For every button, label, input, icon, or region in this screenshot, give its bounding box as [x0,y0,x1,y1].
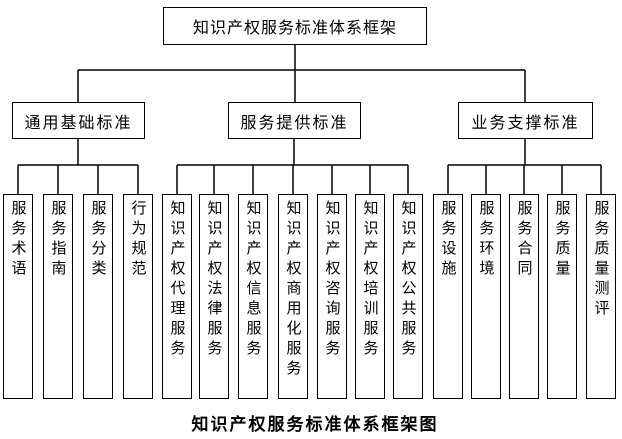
group1-connectors [17,138,139,195]
leaf-label: 服务设施 [439,200,458,280]
leaf-label: 知识产权商用化服务 [284,200,303,380]
leaf-label: 服务指南 [49,200,68,280]
leaf-ip-public-service: 知识产权公共服务 [393,194,423,399]
leaf-label: 知识产权代理服务 [168,200,187,360]
leaf-label: 行为规范 [129,200,148,280]
leaf-conduct-norms: 行为规范 [123,194,153,399]
leaf-label: 服务质量 [553,200,572,280]
leaf-service-classification: 服务分类 [83,194,113,399]
leaf-label: 服务质量测评 [592,200,611,320]
leaf-label: 服务术语 [9,200,28,280]
leaf-label: 服务环境 [477,200,496,280]
leaf-label: 知识产权法律服务 [205,200,224,360]
group3-connectors [447,138,602,195]
group-general-basic-standards: 通用基础标准 [12,102,145,139]
leaf-label: 知识产权公共服务 [399,200,418,360]
leaf-ip-information-service: 知识产权信息服务 [238,194,268,399]
group-business-support-standards: 业务支撑标准 [458,102,593,139]
leaf-ip-legal-service: 知识产权法律服务 [199,194,229,399]
leaf-label: 知识产权信息服务 [244,200,263,360]
diagram-caption: 知识产权服务标准体系框架图 [191,415,439,435]
leaf-label: 知识产权培训服务 [361,200,380,360]
leaf-label: 知识产权咨询服务 [323,200,342,360]
leaf-ip-consulting-service: 知识产权咨询服务 [317,194,347,399]
leaf-service-quality: 服务质量 [547,194,577,399]
group2-connectors [176,138,409,195]
root-node: 知识产权服务标准体系框架 [163,7,427,45]
leaf-ip-agency-service: 知识产权代理服务 [162,194,192,399]
leaf-service-guide: 服务指南 [43,194,73,399]
leaf-ip-training-service: 知识产权培训服务 [355,194,385,399]
leaf-service-environment: 服务环境 [471,194,501,399]
leaf-label: 服务合同 [515,200,534,280]
leaf-ip-commercialization-service: 知识产权商用化服务 [278,194,308,399]
leaf-service-facilities: 服务设施 [433,194,463,399]
level1-connectors [77,44,526,103]
group-service-provision-standards: 服务提供标准 [228,102,361,139]
leaf-service-contract: 服务合同 [509,194,539,399]
leaf-service-quality-assessment: 服务质量测评 [586,194,616,399]
leaf-label: 服务分类 [89,200,108,280]
leaf-service-terms: 服务术语 [3,194,33,399]
